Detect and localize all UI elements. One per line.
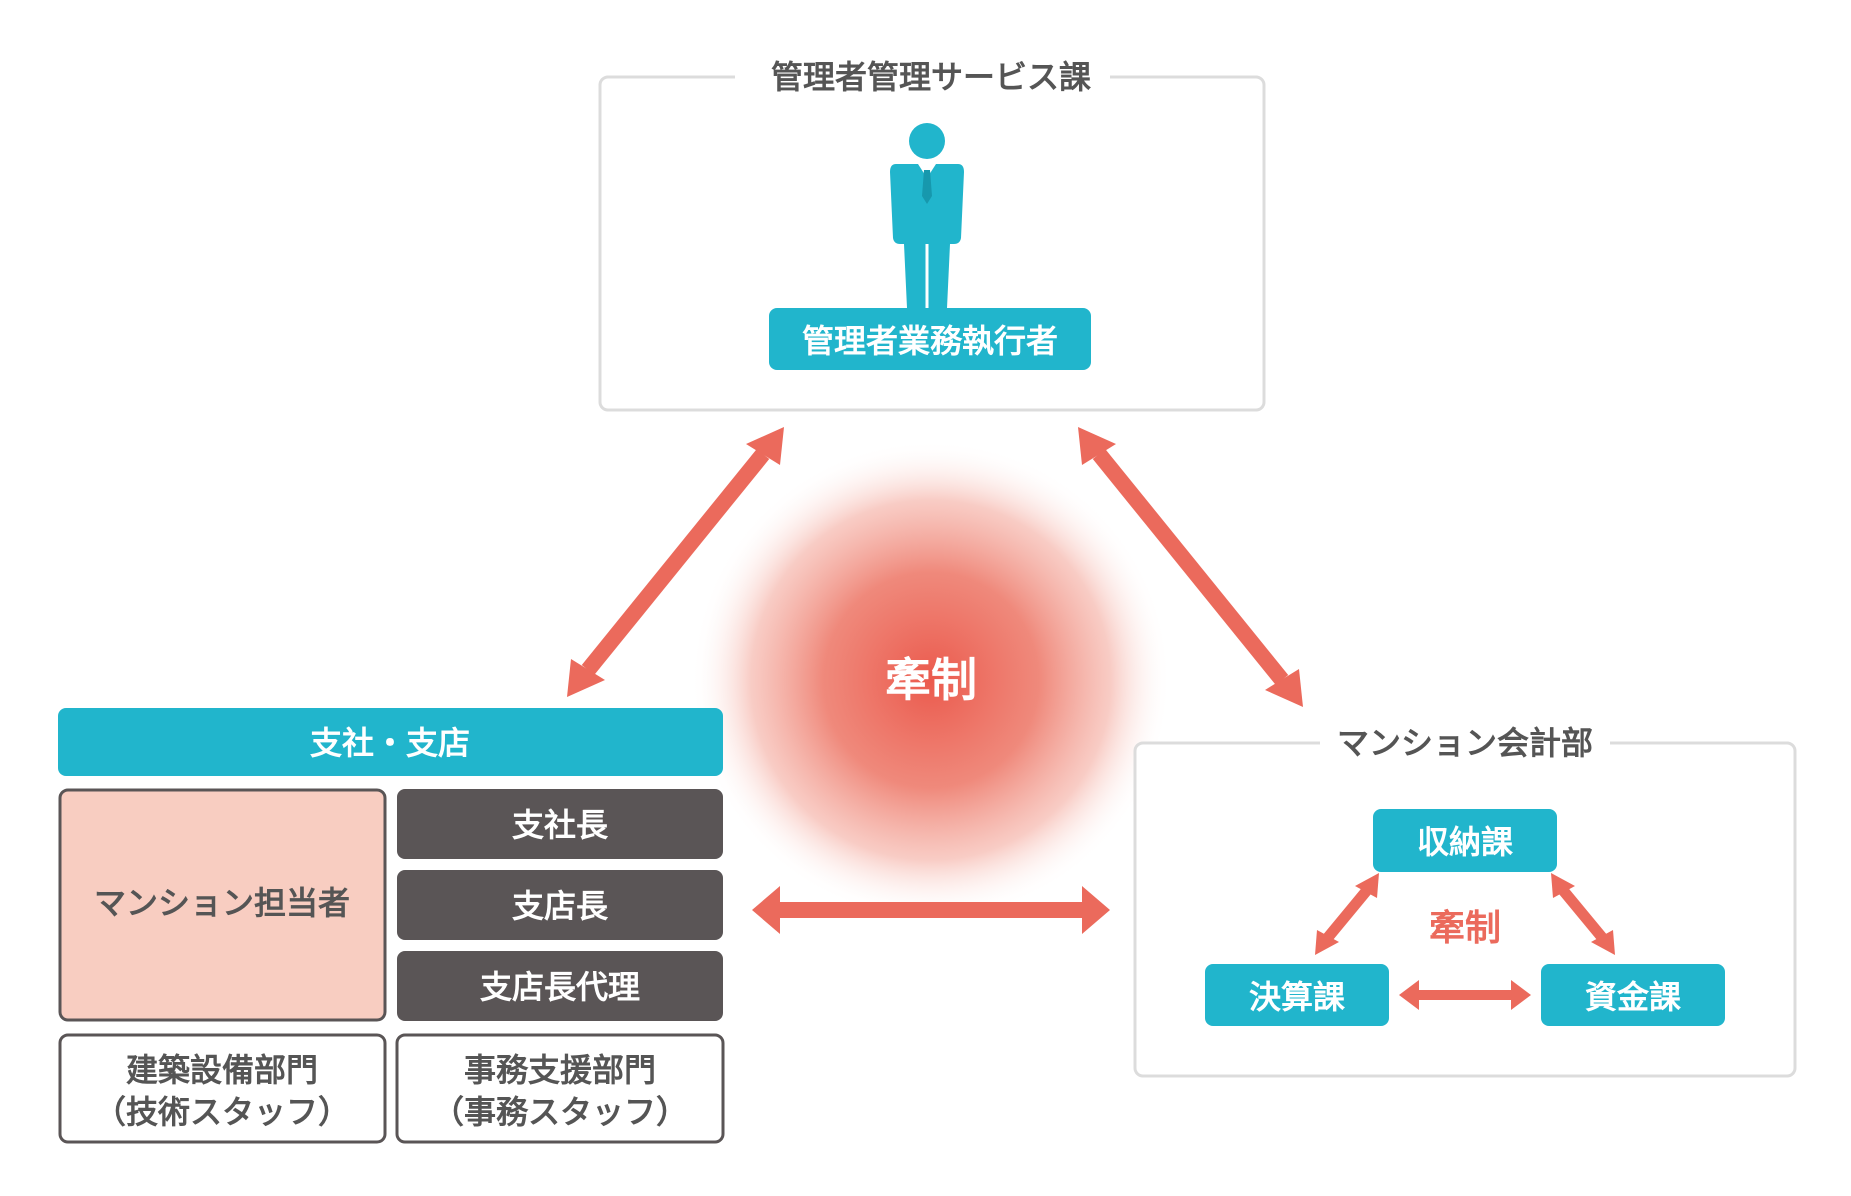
unit-receipt bbox=[1373, 809, 1557, 872]
dept-admin-box bbox=[395, 1033, 725, 1144]
accounting-section: マンション会計部 牽制 収納課 決算課 資金課 bbox=[1133, 724, 1797, 1078]
role-branch-manager bbox=[397, 870, 723, 940]
arrow-receipt-to-funds bbox=[1551, 873, 1615, 955]
center-glow bbox=[691, 440, 1171, 920]
unit-funds bbox=[1541, 964, 1725, 1026]
role-badge-executor bbox=[769, 308, 1091, 370]
unit-closing-label: 決算課 bbox=[1249, 978, 1345, 1016]
condo-manager-box bbox=[58, 788, 387, 1022]
role-deputy-branch-manager bbox=[397, 951, 723, 1021]
businessman-icon bbox=[890, 123, 964, 308]
management-service-title: 管理者管理サービス課 bbox=[771, 58, 1091, 96]
arrow-management-to-branch bbox=[567, 427, 784, 697]
arrow-receipt-to-closing bbox=[1315, 873, 1379, 955]
dept-construction-box bbox=[58, 1033, 387, 1144]
unit-closing bbox=[1205, 964, 1389, 1026]
role-branch-president-label: 支社長 bbox=[512, 806, 609, 844]
dept-construction-name: 建築設備部門 bbox=[126, 1051, 318, 1089]
role-branch-president bbox=[397, 789, 723, 859]
condo-manager-label: マンション担当者 bbox=[94, 884, 350, 922]
branch-header bbox=[58, 708, 723, 776]
branch-section: 支社・支店 マンション担当者 支社長 支店長 支店長代理 建築設備部門 （技術ス… bbox=[58, 708, 725, 1144]
arrow-management-to-accounting bbox=[1078, 427, 1303, 707]
role-branch-manager-label: 支店長 bbox=[512, 887, 609, 925]
unit-receipt-label: 収納課 bbox=[1417, 823, 1513, 861]
unit-funds-label: 資金課 bbox=[1585, 978, 1681, 1016]
dept-admin-name: 事務支援部門 bbox=[464, 1051, 656, 1089]
branch-header-label: 支社・支店 bbox=[310, 724, 470, 762]
role-deputy-branch-manager-label: 支店長代理 bbox=[480, 968, 640, 1006]
role-badge-executor-label: 管理者業務執行者 bbox=[802, 322, 1058, 360]
dept-admin-note: （事務スタッフ） bbox=[432, 1093, 688, 1131]
accounting-title: マンション会計部 bbox=[1337, 724, 1593, 762]
management-service-section: 管理者管理サービス課 管理者業務執行者 bbox=[598, 58, 1266, 412]
accounting-check-label: 牽制 bbox=[1429, 908, 1501, 949]
arrow-branch-to-accounting bbox=[752, 886, 1110, 934]
dept-construction-note: （技術スタッフ） bbox=[94, 1093, 350, 1131]
center-check-label: 牽制 bbox=[885, 653, 977, 707]
arrow-closing-to-funds bbox=[1399, 980, 1531, 1010]
